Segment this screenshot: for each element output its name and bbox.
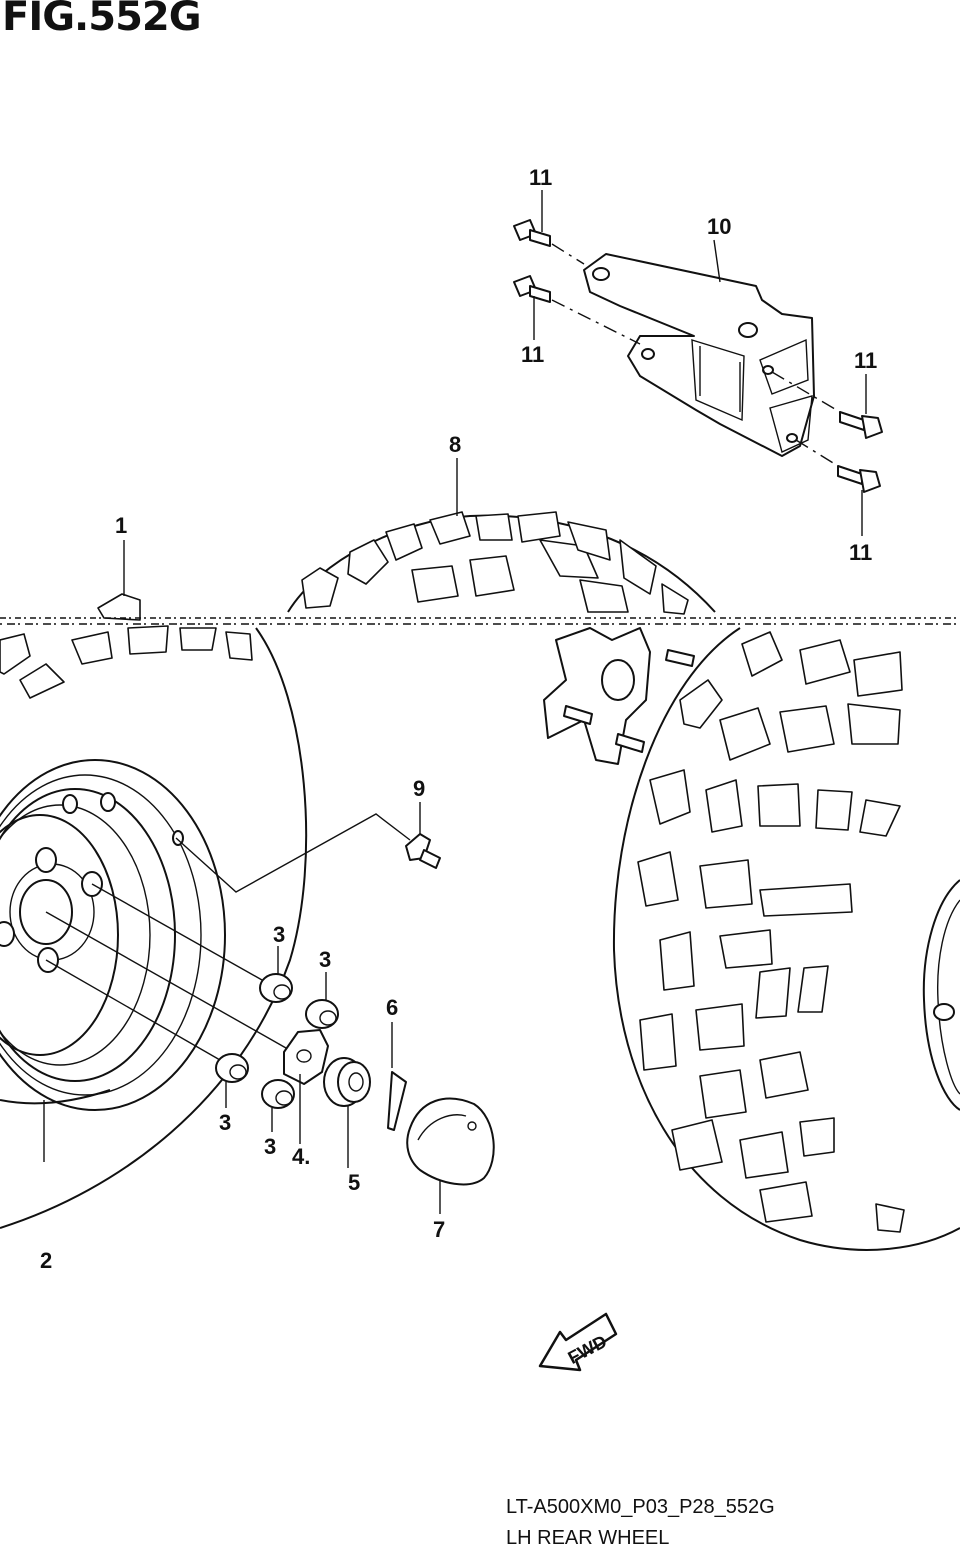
nut-2 xyxy=(305,999,339,1029)
rear-tire-upper xyxy=(287,511,716,615)
nut-3 xyxy=(215,1053,249,1083)
callout-nut-d: 3 xyxy=(264,1134,276,1159)
castle-nut xyxy=(323,1057,371,1107)
callout-bolt-b: 11 xyxy=(521,342,544,367)
leader-lines xyxy=(43,190,867,1214)
callout-wheel: 2 xyxy=(40,1248,52,1273)
diagram-code: LT-A500XM0_P03_P28_552G xyxy=(506,1496,775,1518)
wheel-hub xyxy=(543,627,695,765)
tire-left xyxy=(0,593,308,1229)
tire-right xyxy=(612,627,960,1251)
bolt-top-1 xyxy=(513,219,551,247)
wheel-rim xyxy=(0,759,226,1111)
callout-castle-nut: 5 xyxy=(348,1170,360,1195)
callout-bracket: 10 xyxy=(707,214,731,239)
nut-1 xyxy=(259,973,293,1003)
callout-bolt-d: 11 xyxy=(849,540,872,565)
diagram-name: LH REAR WHEEL xyxy=(506,1527,670,1549)
callout-cap: 7 xyxy=(433,1217,445,1242)
bolt-top-2 xyxy=(513,275,551,303)
callout-cotter-pin: 6 xyxy=(386,995,398,1020)
cap xyxy=(406,1097,495,1186)
nut-4 xyxy=(261,1079,295,1109)
break-band xyxy=(0,617,960,625)
bolt-right-1 xyxy=(839,411,883,439)
bolt-right-2 xyxy=(837,465,881,493)
callout-tire-other: 8 xyxy=(449,432,461,457)
bracket xyxy=(583,253,815,457)
callout-nut-a: 3 xyxy=(273,922,285,947)
washer xyxy=(283,1029,329,1085)
valve xyxy=(405,833,441,869)
cotter-pin xyxy=(387,1071,407,1131)
figure-title: FIG.552G xyxy=(2,0,202,40)
callout-bolt-a: 11 xyxy=(529,165,552,190)
callout-nut-c: 3 xyxy=(219,1110,231,1135)
callout-valve: 9 xyxy=(413,776,425,801)
callout-tire: 1 xyxy=(115,513,127,538)
fwd-arrow: FWD xyxy=(538,1312,618,1372)
callout-washer: 4. xyxy=(292,1144,310,1169)
callout-nut-b: 3 xyxy=(319,947,331,972)
callout-bolt-c: 11 xyxy=(854,348,877,373)
